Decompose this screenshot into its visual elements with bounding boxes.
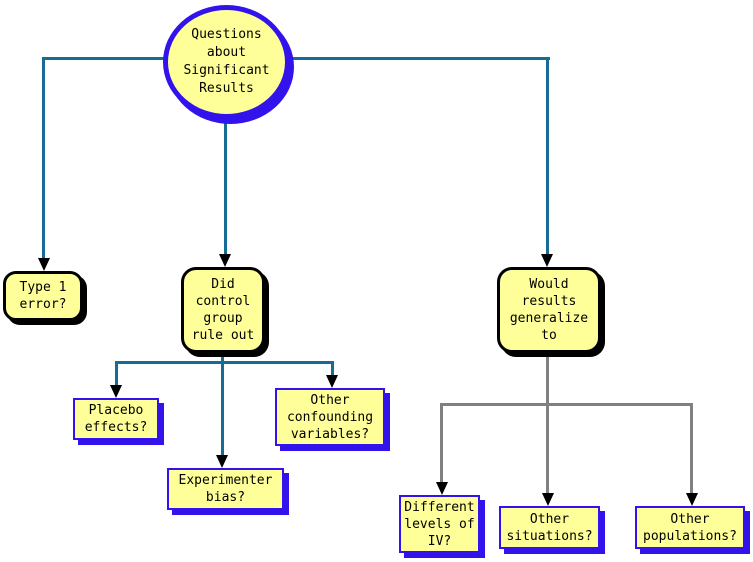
connector-right-vertical	[546, 57, 549, 257]
connector-populations-vertical	[690, 403, 693, 494]
node-other-situations: Other situations?	[499, 506, 600, 549]
node-did-control-group-rule-out: Did control group rule out	[181, 267, 265, 353]
connector-top-right-horizontal	[288, 57, 550, 60]
connector-top-left-horizontal	[42, 57, 165, 60]
connector-situations-vertical	[546, 403, 549, 494]
connector-confounding-vertical	[331, 361, 334, 377]
arrow-down-icon	[38, 258, 50, 271]
connector-generalize-stub	[546, 352, 549, 406]
arrow-down-icon	[541, 254, 553, 267]
node-other-populations: Other populations?	[635, 506, 745, 549]
connector-mid-horizontal	[115, 361, 334, 364]
node-type-1-error: Type 1 error?	[3, 271, 83, 321]
node-experimenter-bias: Experimenter bias?	[167, 468, 284, 510]
connector-experimenter-vertical	[221, 361, 224, 457]
connector-control-stub	[221, 352, 224, 364]
connector-center-vertical	[224, 118, 227, 258]
arrow-down-icon	[110, 385, 122, 398]
node-different-levels-of-iv: Different levels of IV?	[399, 495, 480, 553]
arrow-down-icon	[436, 482, 448, 495]
node-other-confounding-variables: Other confounding variables?	[275, 388, 385, 446]
connector-placebo-vertical	[115, 361, 118, 388]
arrow-down-icon	[686, 493, 698, 506]
node-placebo-effects: Placebo effects?	[73, 398, 159, 440]
arrow-down-icon	[219, 254, 231, 267]
arrow-down-icon	[326, 375, 338, 388]
connector-right-horizontal	[440, 403, 693, 406]
connector-levels-vertical	[440, 403, 443, 483]
node-questions-about-significant-results: Questions about Significant Results	[163, 5, 290, 119]
arrow-down-icon	[216, 455, 228, 468]
arrow-down-icon	[542, 493, 554, 506]
node-would-results-generalize-to: Would results generalize to	[497, 267, 601, 353]
connector-left-vertical	[42, 57, 45, 260]
